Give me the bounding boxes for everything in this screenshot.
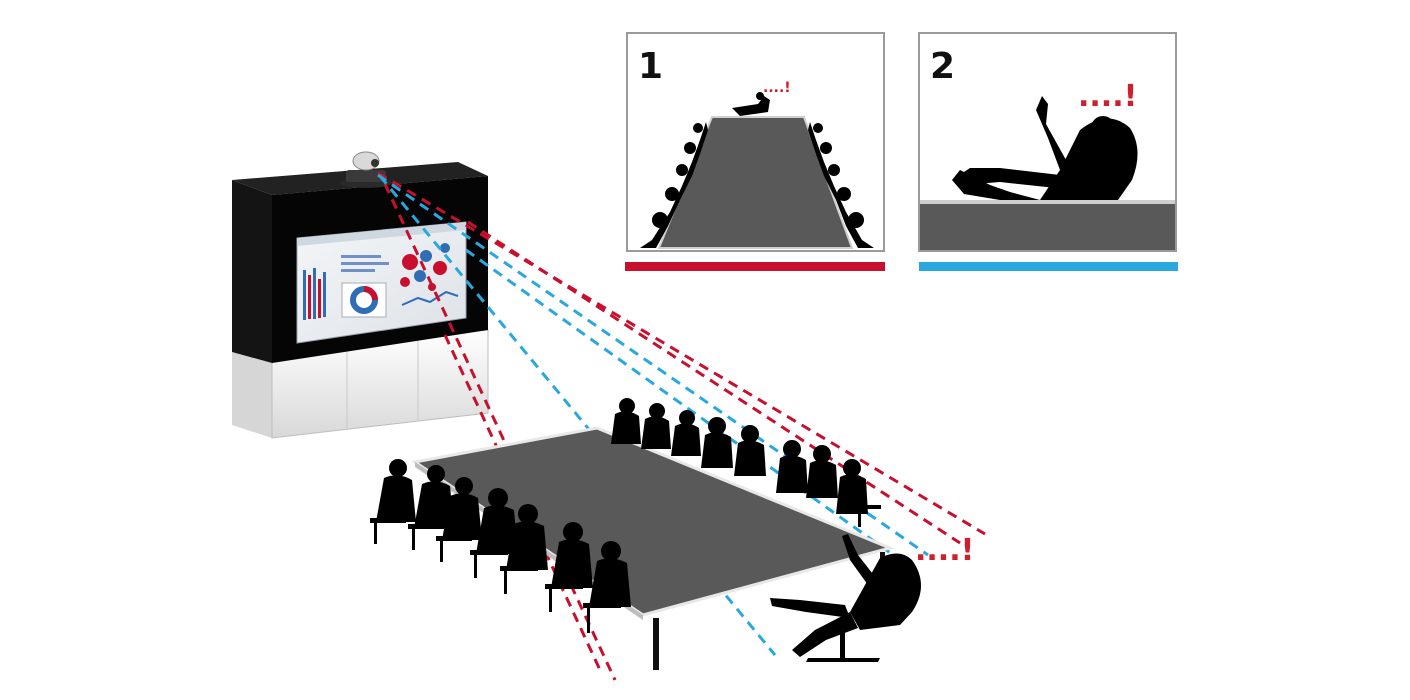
audience-left-row [370, 459, 631, 633]
panel-1-callout: ....! [763, 80, 791, 96]
panel-2-underline [919, 262, 1178, 271]
screen-data-rows [341, 255, 389, 272]
panel-2-number: 2 [930, 46, 955, 87]
panel-1-reclining-person-icon [732, 92, 770, 116]
panel-1: 1 ....! [625, 32, 885, 271]
panel-1-audience-left [640, 122, 708, 248]
audience-far-row [611, 398, 881, 527]
panel-2-reclining-person-icon [952, 96, 1138, 200]
panel-2: 2 ....! [918, 32, 1178, 271]
panel-1-underline [625, 262, 885, 271]
cabinet-side [232, 180, 272, 363]
cabinet-base [232, 352, 272, 438]
camera-icon [340, 151, 392, 188]
scene-callout: ....! [915, 533, 974, 568]
panel-1-audience-right [808, 122, 874, 248]
panel-2-callout: ....! [1078, 79, 1137, 114]
screen-bar-chart [303, 268, 326, 320]
screen-donut-chart [341, 282, 387, 318]
reclining-person-icon [770, 534, 921, 662]
panel-1-number: 1 [638, 46, 663, 87]
red-sightlines [377, 171, 986, 681]
panel-2-table [920, 203, 1175, 250]
screen-bubble-chart [400, 243, 459, 306]
display-cabinet [232, 151, 489, 439]
